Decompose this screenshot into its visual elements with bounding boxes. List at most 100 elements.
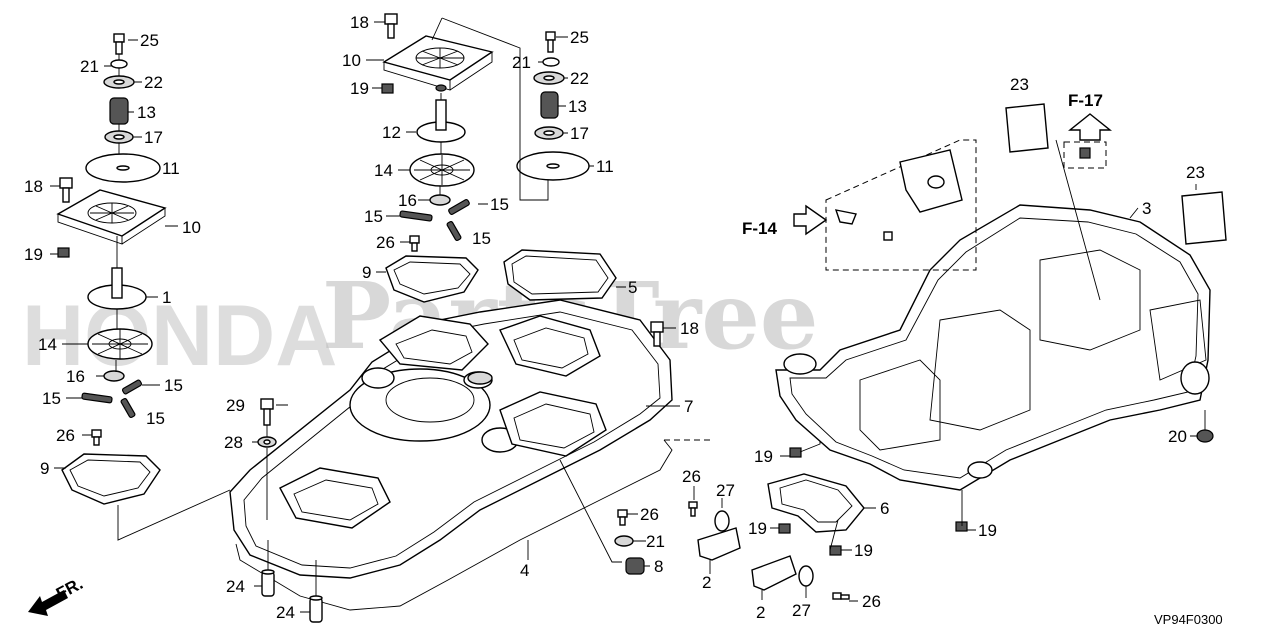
callout-10: 10 — [182, 218, 201, 237]
callout-3: 3 — [1142, 199, 1151, 218]
bolt-head — [59, 177, 73, 189]
bracket-2 — [697, 527, 741, 561]
pad-23 — [1005, 103, 1049, 153]
left-mount-stack — [56, 33, 231, 541]
callout-18: 18 — [680, 319, 699, 338]
callout-13: 13 — [137, 103, 156, 122]
callout-19: 19 — [754, 447, 773, 466]
callout-2: 2 — [756, 603, 765, 622]
callout-12: 12 — [382, 123, 401, 142]
callout-15: 15 — [364, 207, 383, 226]
callout-21: 21 — [646, 532, 665, 551]
spring — [109, 97, 129, 125]
callout-15: 15 — [472, 229, 491, 248]
callout-8: 8 — [654, 557, 663, 576]
callout-5: 5 — [628, 278, 637, 297]
callout-14: 14 — [38, 335, 57, 354]
upper-body-frame — [229, 299, 710, 611]
seal-gasket — [385, 255, 479, 303]
callout-22: 22 — [570, 69, 589, 88]
arrow-f17 — [1068, 113, 1112, 141]
front-arrow: FR. — [28, 574, 86, 616]
callout-19: 19 — [748, 519, 767, 538]
callout-13: 13 — [568, 97, 587, 116]
callout-26: 26 — [56, 426, 75, 445]
callout-17: 17 — [570, 124, 589, 143]
callout-26: 26 — [640, 505, 659, 524]
callout-14: 14 — [374, 161, 393, 180]
bracket-parts — [688, 430, 968, 600]
callout-15: 15 — [490, 195, 509, 214]
leader-lines — [50, 21, 1198, 613]
spring — [121, 379, 143, 395]
seal-gasket — [61, 453, 161, 505]
callout-27: 27 — [716, 481, 735, 500]
callout-26: 26 — [376, 233, 395, 252]
callout-20: 20 — [1168, 427, 1187, 446]
callout-18: 18 — [350, 13, 369, 32]
callout-19: 19 — [24, 245, 43, 264]
center-mount-stack — [381, 13, 590, 303]
ring — [103, 370, 125, 382]
callout-19: 19 — [978, 521, 997, 540]
callout-29: 29 — [226, 396, 245, 415]
diagram-code: VP94F0300 — [1154, 612, 1223, 627]
nut — [57, 247, 70, 258]
callout-17: 17 — [144, 128, 163, 147]
callout-6: 6 — [880, 499, 889, 518]
bolt-head — [113, 33, 125, 43]
callout-22: 22 — [144, 73, 163, 92]
callout-28: 28 — [224, 433, 243, 452]
washer — [110, 59, 128, 69]
pad-23 — [1181, 191, 1227, 245]
callout-19: 19 — [350, 79, 369, 98]
callout-16: 16 — [398, 191, 417, 210]
callout-labels: 25 21 22 13 17 11 18 10 19 1 14 16 15 15… — [24, 13, 1205, 622]
callout-2: 2 — [702, 573, 711, 592]
callout-18: 18 — [24, 177, 43, 196]
callout-11: 11 — [162, 159, 180, 178]
f14-detail — [793, 139, 977, 271]
callout-1: 1 — [162, 288, 171, 307]
grommet — [625, 557, 645, 575]
front-arrow-icon — [28, 590, 68, 616]
spacer — [309, 597, 323, 623]
callout-11: 11 — [596, 157, 614, 176]
callout-21: 21 — [80, 57, 99, 76]
ref-f14: F-14 — [742, 219, 778, 238]
spring — [120, 397, 136, 419]
callout-25: 25 — [140, 31, 159, 50]
callout-23: 23 — [1010, 75, 1029, 94]
callout-27: 27 — [792, 601, 811, 620]
callout-26: 26 — [862, 592, 881, 611]
callout-23: 23 — [1186, 163, 1205, 182]
callout-24: 24 — [276, 603, 295, 622]
callout-9: 9 — [362, 263, 371, 282]
callout-15: 15 — [146, 409, 165, 428]
callout-7: 7 — [684, 397, 693, 416]
seal-gasket-5 — [503, 249, 617, 301]
callout-24: 24 — [226, 577, 245, 596]
bolt-shank — [115, 41, 123, 55]
bracket-2 — [751, 555, 797, 591]
callout-19: 19 — [854, 541, 873, 560]
spacer — [261, 571, 275, 597]
f17-detail — [1063, 113, 1112, 169]
maker-watermark: HONDA — [22, 288, 337, 384]
ref-f17: F-17 — [1068, 91, 1103, 110]
lower-gasket — [235, 439, 673, 611]
lower-body-frame — [775, 103, 1227, 491]
callout-10: 10 — [342, 51, 361, 70]
callout-25: 25 — [570, 28, 589, 47]
spring — [81, 392, 113, 404]
lower-body — [775, 204, 1211, 491]
callout-4: 4 — [520, 561, 529, 580]
nut-20 — [1196, 429, 1214, 443]
callout-15: 15 — [42, 389, 61, 408]
callout-21: 21 — [512, 53, 531, 72]
callout-16: 16 — [66, 367, 85, 386]
motor-pocket — [378, 315, 489, 371]
callout-15: 15 — [164, 376, 183, 395]
callout-26: 26 — [682, 467, 701, 486]
